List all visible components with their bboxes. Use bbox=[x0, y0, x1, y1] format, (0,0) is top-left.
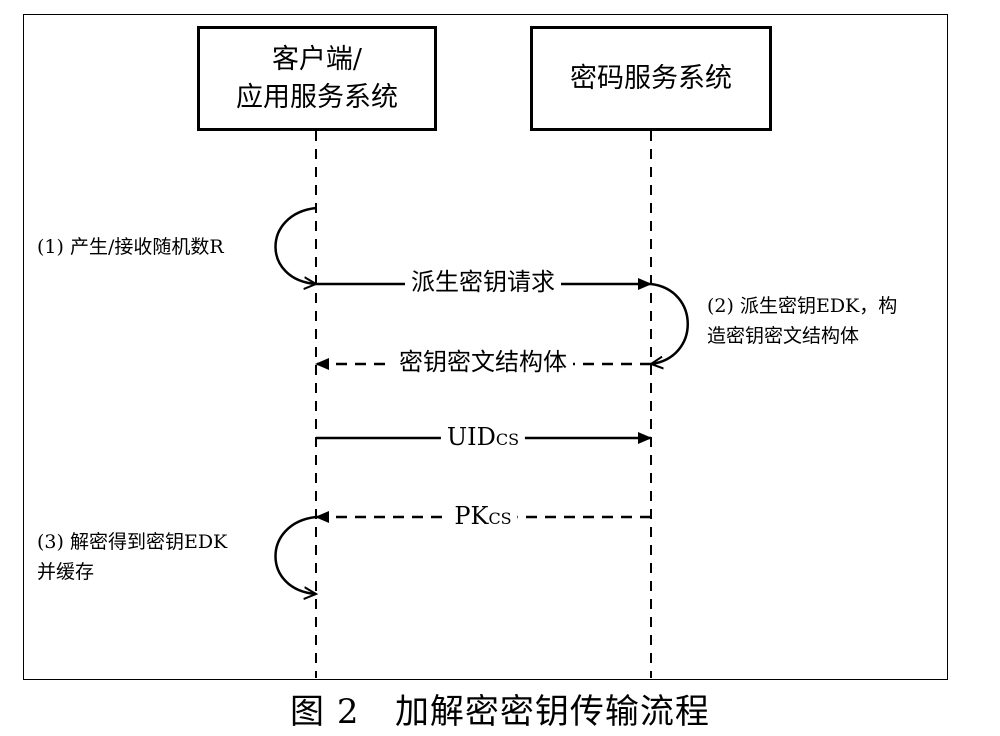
note-step-3: (3) 解密得到密钥EDK 并缓存 bbox=[37, 527, 227, 587]
diagram-frame bbox=[23, 14, 948, 680]
caption-label: 图 2 bbox=[290, 692, 360, 732]
message-text: 派生密钥请求 bbox=[411, 268, 555, 296]
message-label-key-cipher-struct: 密钥密文结构体 bbox=[393, 347, 573, 377]
caption-title: 加解密密钥传输流程 bbox=[394, 692, 710, 732]
participant-crypto-service-label: 密码服务系统 bbox=[570, 62, 732, 94]
figure-caption: 图 2 加解密密钥传输流程 bbox=[0, 690, 1000, 734]
message-text: PK bbox=[454, 502, 489, 530]
note-line: 造密钥密文结构体 bbox=[707, 325, 860, 347]
note-line: (2) 派生密钥EDK，构 bbox=[707, 295, 898, 317]
message-subscript: CS bbox=[488, 509, 512, 528]
message-label-pk: PKCS bbox=[448, 501, 518, 534]
self-loop-2 bbox=[651, 282, 689, 364]
note-line: (3) 解密得到密钥EDK bbox=[37, 531, 228, 553]
self-loop-1 bbox=[274, 206, 317, 284]
participant-client-line1: 客户端/ bbox=[271, 43, 363, 75]
message-text: UID bbox=[446, 423, 496, 451]
message-label-derive-request: 派生密钥请求 bbox=[405, 267, 561, 297]
participant-client-line2: 应用服务系统 bbox=[236, 81, 398, 113]
self-loop-3 bbox=[274, 515, 317, 594]
message-text: 密钥密文结构体 bbox=[399, 348, 567, 376]
participant-crypto-service-box: 密码服务系统 bbox=[530, 26, 772, 131]
note-line: (1) 产生/接收随机数R bbox=[37, 236, 224, 258]
message-label-uid: UIDCS bbox=[440, 422, 526, 455]
caption-gap bbox=[360, 692, 395, 732]
note-step-2: (2) 派生密钥EDK，构 造密钥密文结构体 bbox=[707, 291, 897, 351]
note-step-1: (1) 产生/接收随机数R bbox=[37, 232, 224, 262]
message-subscript: CS bbox=[495, 430, 520, 449]
note-line: 并缓存 bbox=[37, 561, 95, 583]
participant-client-box: 客户端/ 应用服务系统 bbox=[197, 26, 437, 131]
